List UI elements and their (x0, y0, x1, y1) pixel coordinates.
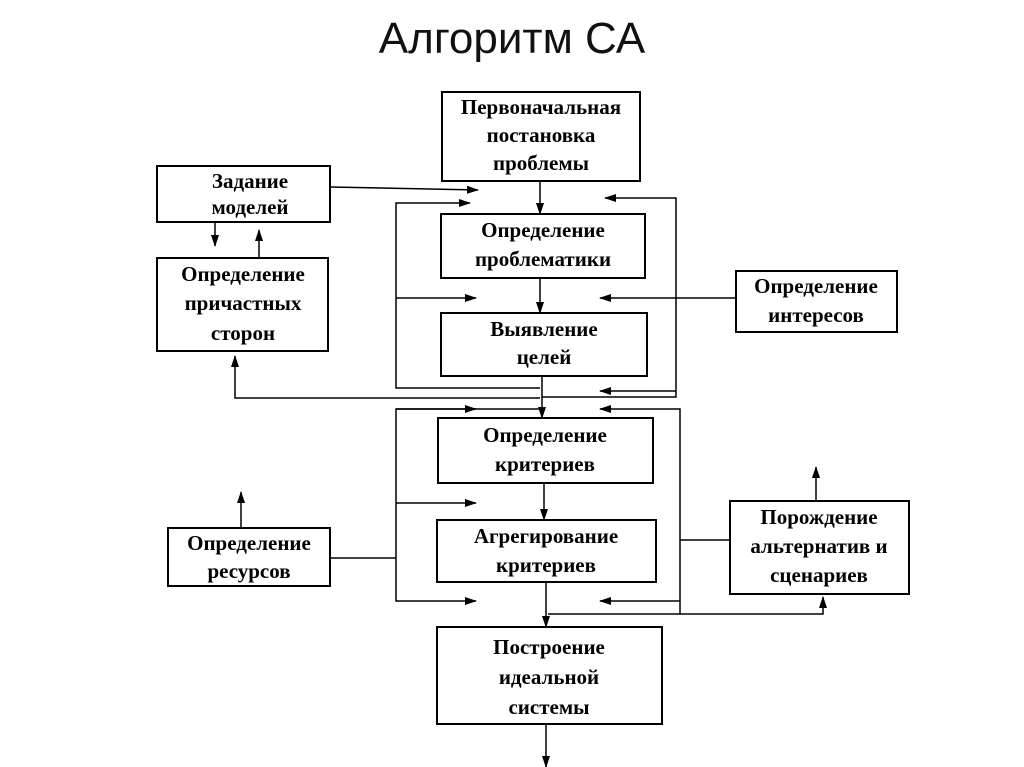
label-initial-1: Первоначальная (461, 95, 621, 119)
label-problematics-1: Определение (481, 218, 605, 242)
box-alternatives (729, 500, 910, 595)
label-ideal-2: идеальной (499, 665, 599, 689)
label-stakeholders-2: причастных (185, 291, 302, 315)
box-goals (440, 312, 648, 377)
label-stakeholders-1: Определение (181, 262, 305, 286)
box-stakeholders (156, 257, 329, 352)
box-models (156, 165, 331, 223)
box-interests (735, 270, 898, 333)
label-interests-1: Определение (754, 274, 878, 298)
label-ideal-1: Построение (493, 635, 605, 659)
box-ideal (436, 626, 663, 725)
label-ideal-3: системы (508, 695, 589, 719)
label-initial-2: постановка (487, 123, 596, 147)
label-resources-1: Определение (187, 531, 311, 555)
label-problematics-2: проблематики (475, 247, 611, 271)
connectors (211, 181, 827, 767)
label-goals-1: Выявление (490, 317, 597, 341)
label-aggregation-2: критериев (496, 553, 596, 577)
label-models-1: Задание (212, 169, 288, 193)
left-loop-upper (395, 199, 540, 389)
box-aggregation (436, 519, 657, 583)
label-alternatives-3: сценариев (770, 563, 868, 587)
label-interests-2: интересов (768, 303, 864, 327)
box-criteria (437, 417, 654, 484)
label-criteria-1: Определение (483, 423, 607, 447)
label-initial-3: проблемы (493, 151, 589, 175)
right-loop-lower (548, 405, 681, 615)
label-models-2: моделей (211, 195, 288, 219)
box-initial (441, 91, 641, 182)
arrow-loop-to-alternatives (680, 596, 827, 615)
box-problematics (440, 213, 646, 279)
label-alternatives-2: альтернатив и (750, 534, 887, 558)
box-resources (167, 527, 331, 587)
label-resources-2: ресурсов (207, 559, 290, 583)
label-aggregation-1: Агрегирование (474, 524, 618, 548)
label-alternatives-1: Порождение (760, 505, 877, 529)
arrow-models-to-initial (329, 185, 479, 194)
label-goals-2: целей (517, 345, 572, 369)
arrow-goals-to-stakeholders (231, 355, 540, 399)
label-criteria-2: критериев (495, 452, 595, 476)
slide-title: Алгоритм СА (378, 14, 646, 63)
label-stakeholders-3: сторон (211, 321, 275, 345)
